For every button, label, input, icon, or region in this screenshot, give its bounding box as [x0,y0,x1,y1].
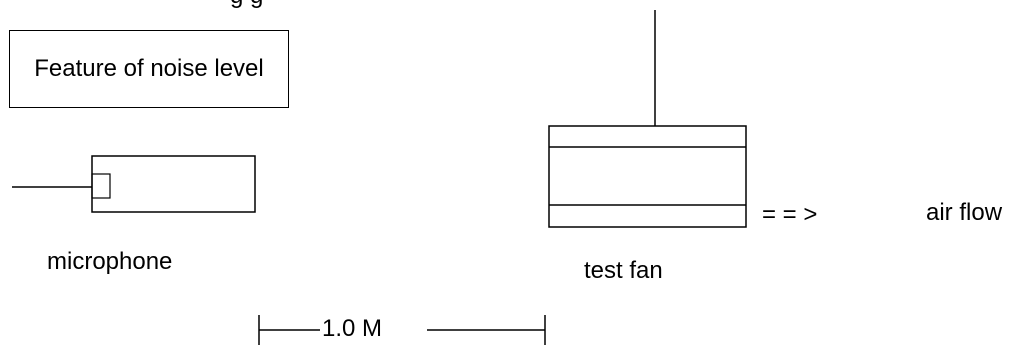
test-fan-label: test fan [584,257,663,284]
fan-body [548,125,747,228]
clipped-header-text: g g [230,0,263,10]
feature-noise-level-box: Feature of noise level [9,30,289,108]
microphone-body [91,155,256,213]
microphone-icon [12,155,256,213]
microphone-capsule [91,173,111,199]
distance-label: 1.0 M [322,315,383,342]
test-fan-icon [548,10,747,228]
airflow-label: air flow [926,199,1003,226]
airflow-arrow: = = > [762,201,818,228]
distance-dimension [258,315,546,345]
feature-box-text: Feature of noise level [34,55,264,82]
microphone-label: microphone [47,248,173,275]
